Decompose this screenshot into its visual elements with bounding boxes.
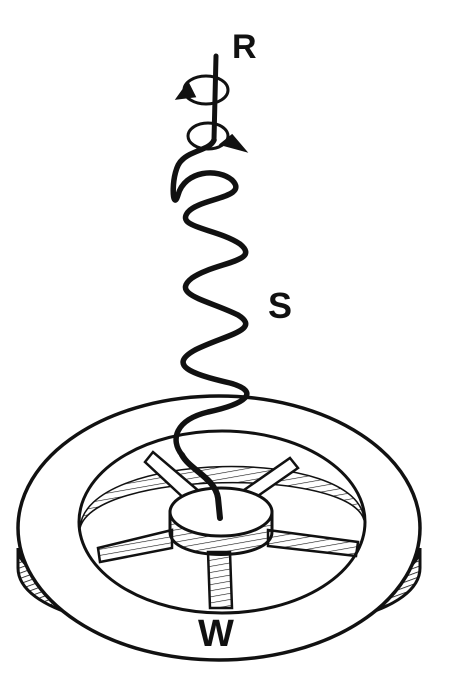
spiral-spring (170, 53, 250, 521)
rotation-arrowhead-upper (174, 81, 197, 100)
spring-coils (170, 137, 250, 458)
rotation-loop-lower (186, 121, 230, 151)
axis-rod (211, 53, 219, 143)
spoke-left (96, 528, 174, 564)
label-s: S (268, 285, 292, 326)
rotation-arrowhead-lower (218, 133, 249, 153)
wheel-spokes (96, 450, 360, 610)
rotation-arrows (174, 74, 249, 153)
label-w: W (198, 613, 234, 655)
wheel-rim-inner-wall (79, 465, 365, 529)
spring-lower-stem (179, 452, 223, 521)
spoke-front (206, 550, 234, 610)
label-r: R (232, 28, 257, 66)
